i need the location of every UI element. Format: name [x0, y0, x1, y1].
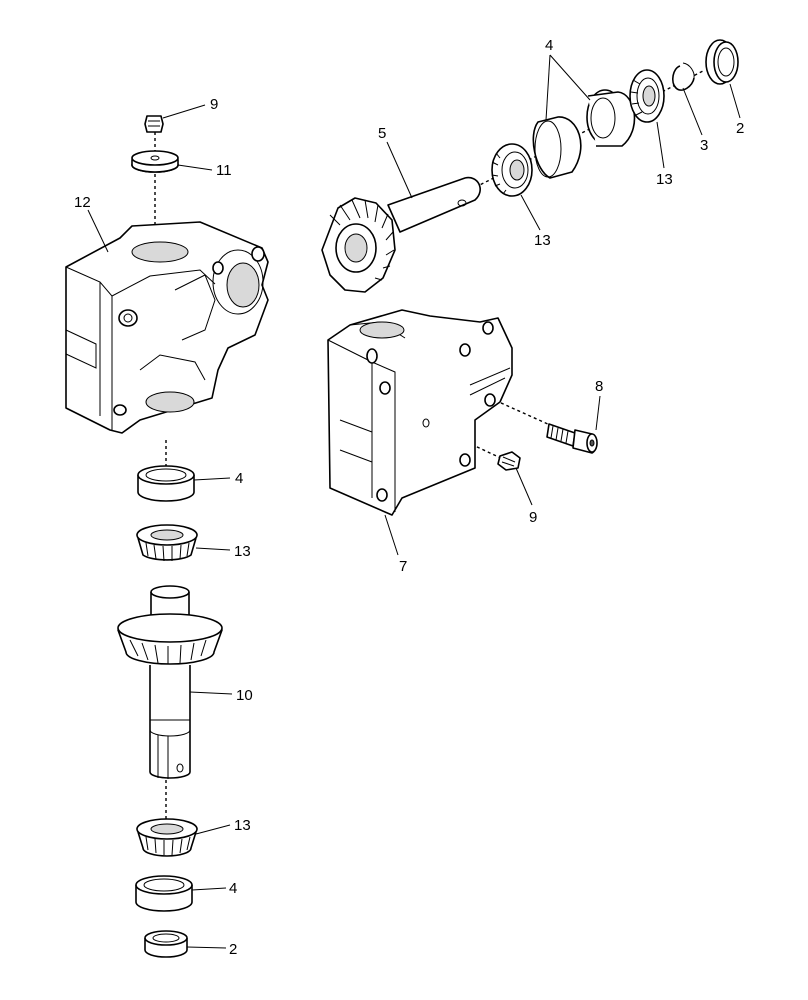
callout-8: 8 — [595, 378, 603, 395]
callout-11: 11 — [216, 162, 232, 179]
callout-9-right: 9 — [529, 509, 537, 526]
callout-labels: 9 11 12 5 4 13 13 3 2 8 9 7 4 13 10 13 4… — [74, 37, 744, 958]
part-10-gear-shaft — [117, 585, 223, 779]
part-11-washer — [131, 150, 179, 173]
part-13-bearing-low — [136, 818, 198, 857]
callout-2-top: 2 — [736, 120, 744, 137]
part-13-bearing-mid — [136, 524, 198, 562]
callout-7: 7 — [399, 558, 407, 575]
leader-lines — [87, 54, 741, 949]
part-3-snap-ring — [671, 62, 695, 91]
callout-13-low: 13 — [234, 817, 251, 834]
part-4-bearing-cup-low — [135, 875, 193, 912]
callout-13-mid: 13 — [234, 543, 251, 560]
part-2-seal-low — [144, 930, 188, 958]
callout-13-a: 13 — [534, 232, 551, 249]
callout-3: 3 — [700, 137, 708, 154]
part-5-pinion-shaft — [321, 176, 481, 293]
part-9-set-screw-right — [497, 451, 521, 471]
part-4-bearing-cup-top-a — [532, 116, 582, 179]
part-13-bearing-b — [629, 69, 665, 123]
part-13-bearing-a — [491, 143, 533, 197]
callout-4-low: 4 — [229, 880, 237, 897]
part-4-bearing-cup-mid — [137, 465, 195, 502]
part-4-bearing-cup-top-b — [586, 89, 636, 147]
part-8-cap-screw — [546, 423, 598, 454]
callout-10: 10 — [236, 687, 253, 704]
callout-13-b: 13 — [656, 171, 673, 188]
callout-12: 12 — [74, 194, 91, 211]
callout-5: 5 — [378, 125, 386, 142]
part-2-seal-top — [705, 39, 739, 85]
callout-9-top: 9 — [210, 96, 218, 113]
part-9-set-screw-top — [144, 115, 164, 133]
callout-4-top: 4 — [545, 37, 553, 54]
part-7-housing-lower — [327, 309, 513, 516]
callout-4-mid: 4 — [235, 470, 243, 487]
callout-2-low: 2 — [229, 941, 237, 958]
part-12-housing-upper — [65, 221, 269, 434]
